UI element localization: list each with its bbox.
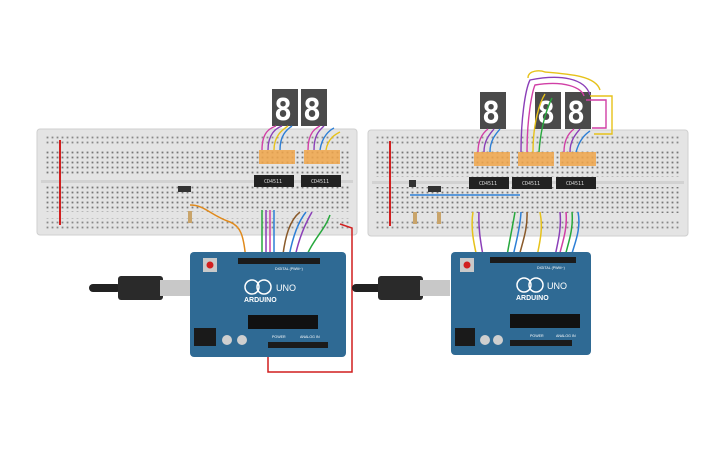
decoder-chip-left-1[interactable]: CD4511 (254, 175, 294, 187)
power-pins-label: POWER (530, 334, 544, 338)
chip-label: CD4511 (479, 181, 497, 187)
chip-label: CD4511 (311, 179, 329, 185)
arduino-model-label: UNO (276, 283, 296, 293)
display-wires-right (477, 70, 613, 153)
display-digit: 8. (303, 93, 339, 128)
chip-label: CD4511 (566, 181, 584, 187)
push-button[interactable] (178, 186, 191, 192)
decoder-chip-right-2[interactable]: CD4511 (512, 177, 552, 189)
digital-pins-label: DIGITAL (PWM~) (537, 266, 565, 270)
resistor (413, 212, 417, 224)
analog-pins-label: ANALOG IN (556, 334, 576, 338)
display-digit: 8. (567, 96, 603, 131)
display-digit: 8. (482, 96, 518, 131)
arduino-brand-label: ARDUINO (244, 297, 277, 304)
resistor (437, 212, 441, 224)
analog-pins-label: ANALOG IN (300, 335, 320, 339)
chip-label: CD4511 (522, 181, 540, 187)
usb-cable-right (352, 276, 450, 300)
power-pins-label: POWER (272, 335, 286, 339)
decoder-chip-right-3[interactable]: CD4511 (556, 177, 596, 189)
seven-segment-display-right-1[interactable]: 8. (480, 92, 518, 131)
chip-label: CD4511 (264, 179, 282, 185)
circuit-right: 8. 8. 8. CD4511 CD4511 CD4511 (352, 70, 689, 355)
arduino-uno-left[interactable]: UNO ARDUINO DIGITAL (PWM~) POWER ANALOG … (190, 252, 346, 357)
circuit-left: 8. 8. CD4511 CD4511 (36, 89, 358, 373)
resistor (188, 211, 192, 223)
push-button[interactable] (409, 180, 416, 187)
arduino-brand-label: ARDUINO (516, 295, 549, 302)
decoder-chip-left-2[interactable]: CD4511 (301, 175, 341, 187)
arduino-model-label: UNO (547, 281, 567, 291)
seven-segment-display-right-3[interactable]: 8. (565, 92, 603, 131)
decoder-chip-right-1[interactable]: CD4511 (469, 177, 509, 189)
display-wires-left (261, 125, 341, 151)
arduino-uno-right[interactable]: UNO ARDUINO DIGITAL (PWM~) POWER ANALOG … (451, 252, 591, 355)
usb-cable-left (89, 276, 190, 300)
switch[interactable] (428, 186, 441, 192)
digital-pins-label: DIGITAL (PWM~) (275, 267, 303, 271)
seven-segment-display-left-2[interactable]: 8. (301, 89, 339, 128)
